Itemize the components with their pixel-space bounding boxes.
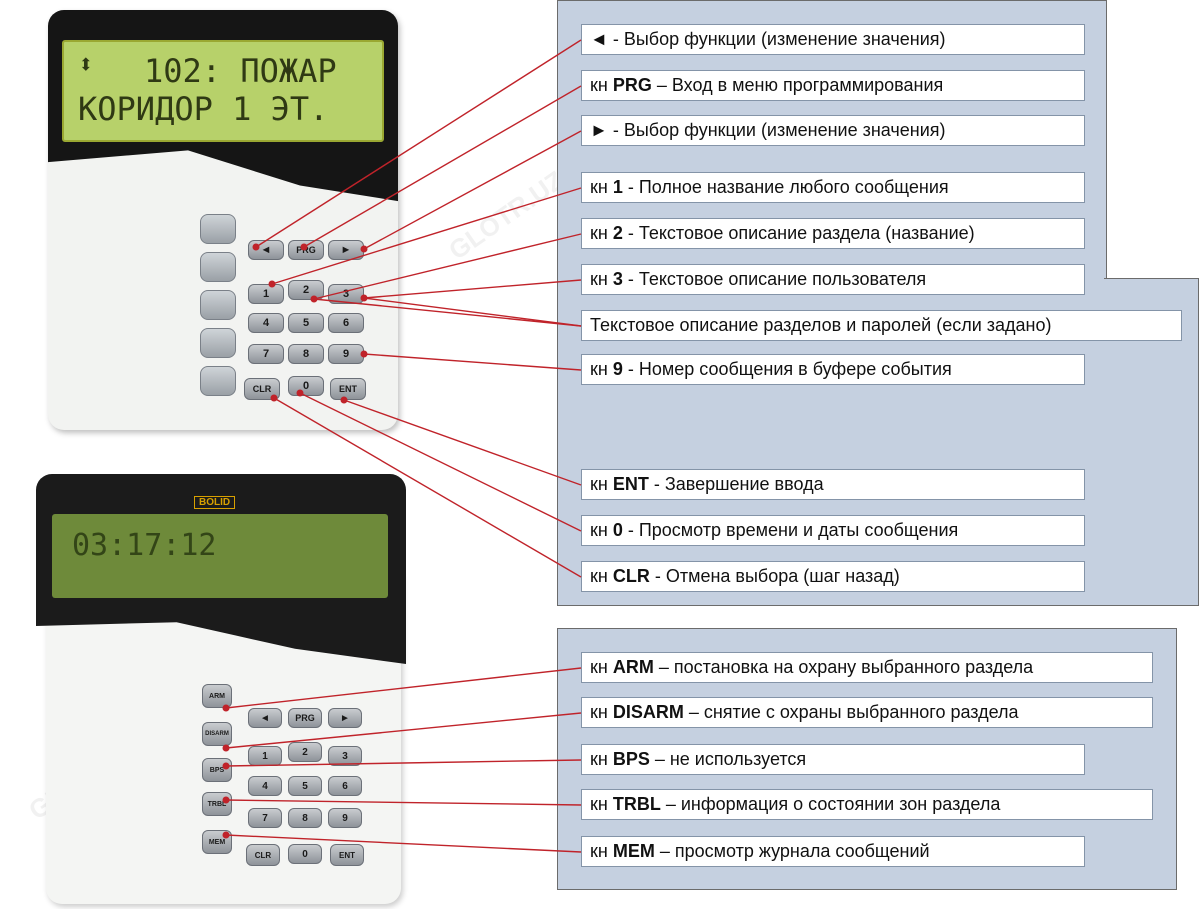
label-key-3: кн 3 - Текстовое описание пользователя — [581, 264, 1085, 295]
ent-key[interactable]: ENT — [330, 378, 366, 400]
connector-key-9 — [363, 353, 582, 371]
key-2[interactable]: 2 — [288, 742, 322, 762]
side-key-2[interactable] — [200, 252, 236, 282]
connector-right-arrow — [363, 130, 582, 250]
label-key-1: кн 1 - Полное название любого сообщения — [581, 172, 1085, 203]
key-1[interactable]: 1 — [248, 746, 282, 766]
side-key-5[interactable] — [200, 366, 236, 396]
connector-left-arrow — [255, 39, 582, 248]
side-key-1[interactable] — [200, 214, 236, 244]
brand-logo: BOLID — [194, 496, 236, 509]
label-key-0: кн 0 - Просмотр времени и даты сообщения — [581, 515, 1085, 546]
connector-bps — [225, 759, 582, 767]
label-key-2-3-combo: Текстовое описание разделов и паролей (е… — [581, 310, 1182, 341]
label-key-2: кн 2 - Текстовое описание раздела (назва… — [581, 218, 1085, 249]
key-9[interactable]: 9 — [328, 344, 364, 364]
ent-key[interactable]: ENT — [330, 844, 364, 866]
label-arm: кн ARM – постановка на охрану выбранного… — [581, 652, 1153, 683]
key-8[interactable]: 8 — [288, 808, 322, 828]
key-1[interactable]: 1 — [248, 284, 284, 304]
connector-combo-2 — [313, 298, 582, 327]
label-key-9: кн 9 - Номер сообщения в буфере события — [581, 354, 1085, 385]
connector-disarm — [225, 712, 582, 749]
connector-key-2 — [313, 233, 582, 300]
key-5[interactable]: 5 — [288, 776, 322, 796]
connector-clr — [273, 397, 582, 578]
connector-key-3 — [363, 279, 582, 299]
disarm-key[interactable]: DISARM — [202, 722, 232, 746]
key-3[interactable]: 3 — [328, 746, 362, 766]
lcd-line-1: 102: ПОЖАР — [144, 52, 337, 90]
keypad-top: ⬍ 102: ПОЖАР КОРИДОР 1 ЭТ. ◄ PRG ► 1 2 3… — [48, 10, 408, 450]
key-9[interactable]: 9 — [328, 808, 362, 828]
connector-prg — [303, 85, 582, 248]
legend-panel-top — [557, 0, 1107, 606]
keypad-bottom: BOLID 03:17:12 ARM DISARM BPS TRBL MEM ◄… — [36, 474, 406, 904]
connector-trbl — [225, 799, 582, 806]
key-6[interactable]: 6 — [328, 313, 364, 333]
arm-key[interactable]: ARM — [202, 684, 232, 708]
connector-combo-3 — [363, 297, 582, 327]
label-left-arrow: ◄ - Выбор функции (изменение значения) — [581, 24, 1085, 55]
side-key-4[interactable] — [200, 328, 236, 358]
key-8[interactable]: 8 — [288, 344, 324, 364]
side-key-3[interactable] — [200, 290, 236, 320]
bps-key[interactable]: BPS — [202, 758, 232, 782]
left-arrow-key[interactable]: ◄ — [248, 708, 282, 728]
clr-key[interactable]: CLR — [246, 844, 280, 866]
key-4[interactable]: 4 — [248, 313, 284, 333]
connector-ent — [343, 399, 582, 486]
lcd-display-top: ⬍ 102: ПОЖАР КОРИДОР 1 ЭТ. — [62, 40, 384, 142]
key-4[interactable]: 4 — [248, 776, 282, 796]
key-2[interactable]: 2 — [288, 280, 324, 300]
connector-arm — [225, 667, 582, 709]
lcd-display-bottom: 03:17:12 — [52, 514, 388, 598]
trbl-key[interactable]: TRBL — [202, 792, 232, 816]
label-prg: кн PRG – Вход в меню программирования — [581, 70, 1085, 101]
right-arrow-key[interactable]: ► — [328, 708, 362, 728]
label-mem: кн MEM – просмотр журнала сообщений — [581, 836, 1085, 867]
prg-key[interactable]: PRG — [288, 240, 324, 260]
connector-key-1 — [271, 187, 582, 285]
label-bps: кн BPS – не используется — [581, 744, 1085, 775]
clr-key[interactable]: CLR — [244, 378, 280, 400]
key-5[interactable]: 5 — [288, 313, 324, 333]
prg-key[interactable]: PRG — [288, 708, 322, 728]
label-disarm: кн DISARM – снятие с охраны выбранного р… — [581, 697, 1153, 728]
lcd-arrows-icon: ⬍ — [78, 50, 94, 80]
connector-mem — [225, 834, 582, 853]
label-clr: кн CLR - Отмена выбора (шаг назад) — [581, 561, 1085, 592]
key-7[interactable]: 7 — [248, 808, 282, 828]
key-0[interactable]: 0 — [288, 844, 322, 864]
connector-key-0 — [299, 392, 582, 532]
label-ent: кн ENT - Завершение ввода — [581, 469, 1085, 500]
label-trbl: кн TRBL – информация о состоянии зон раз… — [581, 789, 1153, 820]
key-6[interactable]: 6 — [328, 776, 362, 796]
lcd-time: 03:17:12 — [72, 528, 217, 563]
lcd-line-2: КОРИДОР 1 ЭТ. — [78, 90, 329, 128]
key-7[interactable]: 7 — [248, 344, 284, 364]
label-right-arrow: ► - Выбор функции (изменение значения) — [581, 115, 1085, 146]
